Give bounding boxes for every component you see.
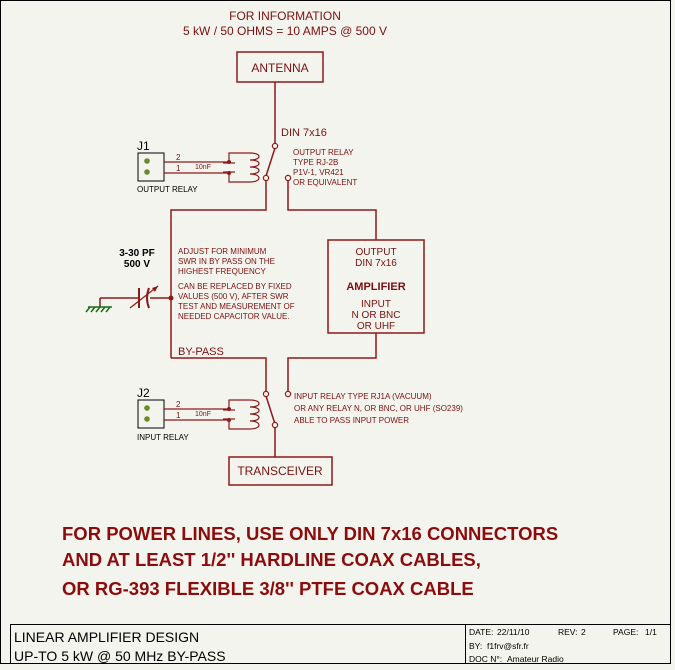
output-relay-note: OUTPUT RELAY TYPE RJ-2B P1V-1, VR421 OR … [293,148,357,187]
transceiver-block: TRANSCEIVER [228,456,333,486]
svg-text:1: 1 [176,411,181,420]
title-block: LINEAR AMPLIFIER DESIGN UP-TO 5 kW @ 50 … [10,624,671,664]
svg-text:VALUES (500 V), AFTER SWR: VALUES (500 V), AFTER SWR [178,292,289,301]
svg-text:PAGE:: PAGE: [613,627,638,637]
svg-text:DATE:: DATE: [469,627,493,637]
variable-capacitor: 3-30 PF 500 V [119,248,159,309]
adjust-note: ADJUST FOR MINIMUM SWR IN BY PASS ON THE… [178,247,295,321]
svg-text:OUTPUT RELAY: OUTPUT RELAY [293,148,354,157]
svg-text:500 V: 500 V [124,259,150,270]
antenna-block: ANTENNA [236,51,324,83]
svg-text:N OR BNC: N OR BNC [352,310,401,321]
j2-caption: INPUT RELAY [137,433,189,442]
transceiver-label: TRANSCEIVER [237,464,323,478]
svg-text:22/11/10: 22/11/10 [497,627,530,637]
svg-text:OR UHF: OR UHF [357,321,395,332]
svg-text:1: 1 [176,164,181,173]
svg-text:ABLE TO PASS INPUT POWER: ABLE TO PASS INPUT POWER [294,416,409,425]
svg-text:NEEDED CAPACITOR VALUE.: NEEDED CAPACITOR VALUE. [178,312,290,321]
svg-text:AND AT LEAST 1/2'' HARDLINE CO: AND AT LEAST 1/2'' HARDLINE COAX CABLES, [62,549,481,570]
svg-text:10nF: 10nF [195,164,211,171]
info-line-1: FOR INFORMATION [229,9,341,23]
svg-text:P1V-1, VR421: P1V-1, VR421 [293,168,344,177]
svg-text:ADJUST FOR MINIMUM: ADJUST FOR MINIMUM [178,247,267,256]
svg-text:OR ANY RELAY N, OR BNC, OR UHF: OR ANY RELAY N, OR BNC, OR UHF (SO239) [294,404,463,413]
din-top-label: DIN 7x16 [281,127,327,139]
svg-text:OR EQUIVALENT: OR EQUIVALENT [293,178,357,187]
svg-text:2: 2 [176,400,181,409]
ground-icon [85,306,112,313]
svg-text:FOR POWER LINES, USE ONLY DIN: FOR POWER LINES, USE ONLY DIN 7x16 CONNE… [62,523,558,544]
junction-dots [168,295,174,301]
svg-text:TEST AND MEASUREMENT OF: TEST AND MEASUREMENT OF [178,302,295,311]
j1-caption: OUTPUT RELAY [137,185,198,194]
svg-text:BY:: BY: [469,641,482,651]
svg-text:INPUT RELAY TYPE RJ1A (VACUUM): INPUT RELAY TYPE RJ1A (VACUUM) [294,392,432,401]
svg-text:HIGHEST FREQUENCY: HIGHEST FREQUENCY [178,267,267,276]
j1-connector: J1 OUTPUT RELAY 2 1 10nF [137,139,260,194]
svg-text:TYPE RJ-2B: TYPE RJ-2B [293,158,338,167]
svg-text:REV:: REV: [558,627,578,637]
info-line-2: 5 kW / 50 OHMS = 10 AMPS @ 500 V [183,24,387,38]
svg-text:OR RG-393 FLEXIBLE 3/8'' PTFE: OR RG-393 FLEXIBLE 3/8'' PTFE COAX CABLE [62,578,474,599]
antenna-label: ANTENNA [251,61,308,75]
svg-text:10nF: 10nF [195,411,211,418]
title-line-2: UP-TO 5 kW @ 50 MHz BY-PASS [14,648,226,664]
input-relay-note: INPUT RELAY TYPE RJ1A (VACUUM) OR ANY RE… [294,392,463,425]
svg-text:Amateur Radio: Amateur Radio [507,654,564,664]
svg-text:SWR IN BY PASS ON THE: SWR IN BY PASS ON THE [178,257,275,266]
bypass-label: BY-PASS [178,346,224,358]
wires [99,82,377,457]
svg-text:OUTPUT: OUTPUT [355,247,396,258]
amplifier-title: AMPLIFIER [346,281,405,293]
title-line-1: LINEAR AMPLIFIER DESIGN [14,629,199,645]
amplifier-block: OUTPUT DIN 7x16 AMPLIFIER INPUT N OR BNC… [327,239,425,334]
j2-connector: J2 INPUT RELAY 2 1 10nF [137,386,260,442]
svg-text:INPUT: INPUT [361,299,391,310]
warning-text: FOR POWER LINES, USE ONLY DIN 7x16 CONNE… [62,523,558,599]
svg-text:2: 2 [176,153,181,162]
svg-text:1/1: 1/1 [645,627,657,637]
relay-contacts [262,142,292,429]
svg-text:f1frv@sfr.fr: f1frv@sfr.fr [487,641,529,651]
j1-ref: J1 [137,139,150,153]
svg-text:3-30 PF: 3-30 PF [119,248,155,259]
j2-ref: J2 [137,386,150,400]
svg-text:DIN 7x16: DIN 7x16 [355,258,397,269]
svg-text:DOC N°:: DOC N°: [469,654,502,664]
svg-text:2: 2 [581,627,586,637]
svg-text:CAN BE REPLACED BY FIXED: CAN BE REPLACED BY FIXED [178,282,292,291]
